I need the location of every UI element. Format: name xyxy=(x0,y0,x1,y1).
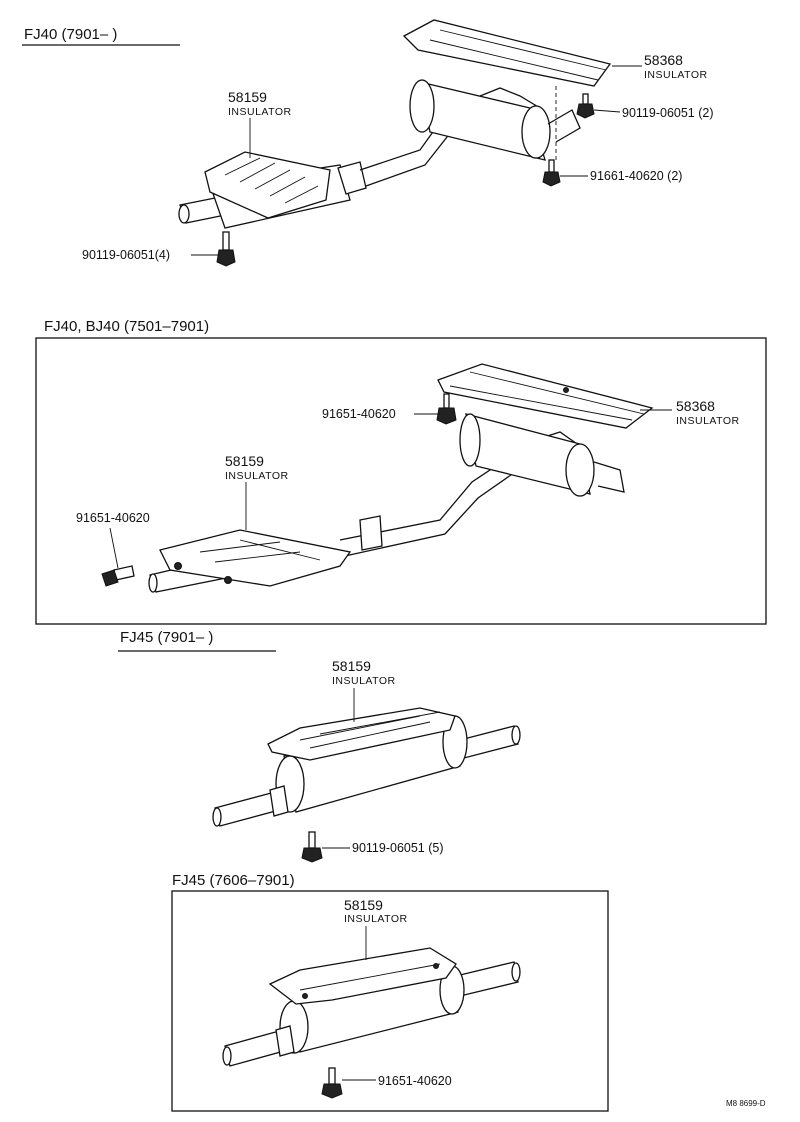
pipe-end xyxy=(511,725,521,745)
pipe-end xyxy=(222,1046,232,1066)
part-number: 91651-40620 xyxy=(76,511,150,525)
tail-pipe xyxy=(547,109,581,143)
pipe-clamp xyxy=(275,1025,295,1057)
leader-line xyxy=(593,109,621,113)
part-name: INSULATOR xyxy=(225,470,289,482)
mount-hole xyxy=(224,576,232,584)
mount-hole xyxy=(302,993,308,999)
insulator-ribs xyxy=(449,371,645,421)
drawing-code: M8 8699-D xyxy=(726,1099,766,1108)
part-number: 90119-06051 (2) xyxy=(622,106,714,120)
rear-pipe xyxy=(455,961,519,997)
part-number: 90119-06051(4) xyxy=(82,248,170,262)
part-number: 58159 xyxy=(225,453,264,469)
bolt-icon xyxy=(576,93,595,119)
part-number: 91651-40620 xyxy=(322,407,396,421)
part-number: 58159 xyxy=(332,658,371,674)
rear-insulator-shape xyxy=(437,363,654,429)
insulator-ribs xyxy=(299,711,441,749)
section-heading: FJ45 (7901– ) xyxy=(120,629,213,646)
part-number: 91661-40620 (2) xyxy=(590,169,682,183)
pipe-joint xyxy=(337,161,367,195)
part-number: 58368 xyxy=(644,52,683,68)
muffler-end xyxy=(409,79,435,133)
bolt-icon xyxy=(436,393,457,425)
part-number: 58368 xyxy=(676,398,715,414)
part-name: INSULATOR xyxy=(228,106,292,118)
part-number: 90119-06051 (5) xyxy=(352,841,444,855)
mount-hole xyxy=(563,387,569,393)
section-heading: FJ40 (7901– ) xyxy=(24,26,117,43)
insulator-ribs xyxy=(224,157,319,204)
mount-hole xyxy=(433,963,439,969)
insulator-ribs xyxy=(299,963,441,991)
part-number: 58159 xyxy=(228,89,267,105)
pipe-clamp xyxy=(269,785,289,817)
section-fj45-new: FJ45 (7901– ) 58159 INSULATOR 90119-0605… xyxy=(118,629,521,863)
rear-pipe xyxy=(459,725,519,759)
tail-pipe xyxy=(593,461,625,493)
front-insulator-shape xyxy=(159,529,352,587)
muffler-end xyxy=(565,443,595,497)
section-fj45-old: FJ45 (7606–7901) 58159 INSULATOR 91651-4… xyxy=(171,872,609,1112)
mount-hole xyxy=(174,562,182,570)
insulator-shape xyxy=(268,947,457,1005)
section-fj40-new: FJ40 (7901– ) xyxy=(22,19,714,267)
part-name: INSULATOR xyxy=(644,69,708,81)
part-number: 58159 xyxy=(344,897,383,913)
muffler-end xyxy=(459,413,481,467)
muffler-end xyxy=(521,105,551,159)
front-insulator-shape xyxy=(204,151,331,219)
nut-icon xyxy=(542,159,561,187)
insulator-ribs xyxy=(199,539,321,563)
insulator-ribs xyxy=(429,29,607,81)
bolt-icon xyxy=(301,831,323,863)
section-frame xyxy=(35,337,767,625)
section-frame xyxy=(171,890,609,1112)
bolt-icon xyxy=(321,1067,343,1099)
section-heading: FJ40, BJ40 (7501–7901) xyxy=(44,318,209,335)
part-name: INSULATOR xyxy=(332,675,396,687)
section-heading: FJ45 (7606–7901) xyxy=(172,872,295,889)
pipe-end xyxy=(212,807,222,827)
part-number: 91651-40620 xyxy=(378,1074,452,1088)
pipe-end xyxy=(148,573,158,593)
pipe-end xyxy=(178,204,190,224)
pipe-joint xyxy=(359,515,383,551)
bolt-icon xyxy=(101,565,135,587)
section-fj40-bj40: FJ40, BJ40 (7501–7901) xyxy=(35,318,767,625)
part-name: INSULATOR xyxy=(344,913,408,925)
pipe-end xyxy=(511,962,521,982)
bolt-icon xyxy=(216,231,236,267)
rear-insulator-shape xyxy=(402,19,612,87)
leader-line xyxy=(109,527,119,569)
part-name: INSULATOR xyxy=(676,415,740,427)
